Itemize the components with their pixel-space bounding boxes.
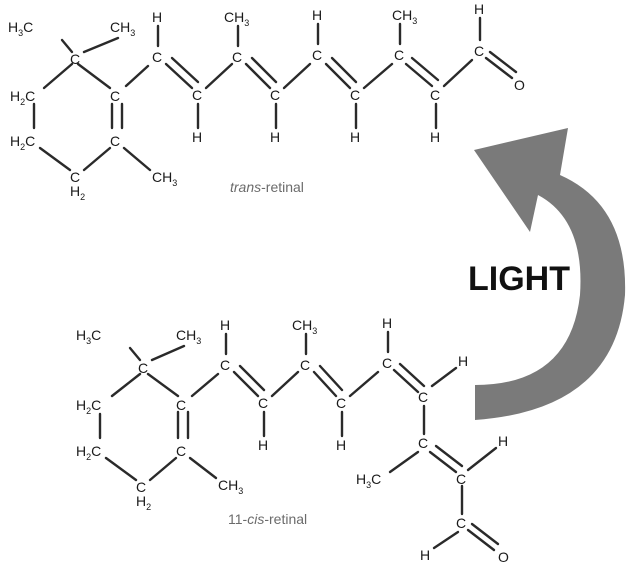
trans-caption: trans-retinal	[230, 179, 304, 195]
trans-h2c-label-1: H2C	[10, 88, 35, 107]
cis-retinal-molecule: H3C CH3 C H2C C H2C C C H2 CH3 H C C H C…	[76, 315, 509, 565]
trans-c7-label: C	[152, 49, 162, 65]
trans-bonds	[32, 16, 518, 172]
cis-c7-label: C	[220, 357, 230, 373]
cis-atoms: H3C CH3 C H2C C H2C C C H2 CH3 H C C H C…	[76, 315, 509, 565]
trans-retinal-molecule: H3C CH3 C H2C C H2C C C H2 CH3 H C C H C…	[8, 1, 525, 202]
cis-c8-label: C	[258, 395, 268, 411]
cis-c5-label: C	[176, 443, 186, 459]
trans-ch3-13-label: CH3	[392, 7, 417, 26]
cis-h14-label: H	[498, 433, 508, 449]
trans-atoms: H3C CH3 C H2C C H2C C C H2 CH3 H C C H C…	[8, 1, 525, 202]
trans-c9-label: C	[232, 49, 242, 65]
cis-c6-label: C	[176, 397, 186, 413]
trans-h8-label: H	[192, 129, 202, 145]
trans-h2c-label-2: H2C	[10, 133, 35, 152]
cis-h10-label: H	[336, 437, 346, 453]
cis-ch3-gem-label: CH3	[176, 327, 201, 346]
trans-h12-label: H	[350, 129, 360, 145]
cis-bonds	[98, 330, 500, 552]
trans-c6-label: C	[110, 88, 120, 104]
cis-o-label: O	[498, 549, 509, 565]
trans-ring-ch3-label: CH3	[152, 169, 177, 188]
trans-c13-label: C	[394, 47, 404, 63]
trans-ch3-9-label: CH3	[224, 9, 249, 28]
trans-o-label: O	[514, 77, 525, 93]
trans-c11-label: C	[312, 47, 322, 63]
trans-c12-label: C	[350, 87, 360, 103]
cis-ch3-9-label: CH3	[292, 317, 317, 336]
cis-h2c-label-2: H2C	[76, 443, 101, 462]
trans-c4-label: C	[70, 169, 80, 185]
cis-h3c-13-label: H3C	[356, 471, 381, 490]
trans-h2-label: H2	[70, 183, 85, 202]
trans-h11-label: H	[312, 7, 322, 23]
trans-h10-label: H	[270, 129, 280, 145]
trans-ch3-gem-label: CH3	[110, 19, 135, 38]
cis-c1-label: C	[138, 360, 148, 376]
cis-c15-label: C	[456, 515, 466, 531]
cis-caption: 11-cis-retinal	[228, 511, 307, 527]
trans-c10-label: C	[270, 87, 280, 103]
trans-h14-label: H	[430, 129, 440, 145]
light-label: LIGHT	[468, 260, 570, 298]
cis-c10-label: C	[336, 395, 346, 411]
cis-c9-label: C	[300, 357, 310, 373]
trans-h7-label: H	[152, 9, 162, 25]
trans-c5-label: C	[110, 133, 120, 149]
trans-c1-label: C	[70, 51, 80, 67]
cis-h3c-label: H3C	[76, 327, 101, 346]
trans-h3c-label: H3C	[8, 19, 33, 38]
light-arrow: LIGHT	[468, 128, 626, 420]
cis-h2-label: H2	[136, 493, 151, 512]
trans-c8-label: C	[192, 87, 202, 103]
cis-h12-label: H	[458, 353, 468, 369]
cis-h8-label: H	[258, 437, 268, 453]
trans-h15-label: H	[474, 1, 484, 17]
cis-h2c-label-1: H2C	[76, 397, 101, 416]
cis-h11-label: H	[382, 315, 392, 331]
cis-h7-label: H	[220, 317, 230, 333]
cis-c11-label: C	[382, 355, 392, 371]
cis-c13-label: C	[418, 435, 428, 451]
curved-arrow-body	[474, 128, 626, 420]
cis-c12-label: C	[418, 389, 428, 405]
cis-c4-label: C	[136, 479, 146, 495]
trans-c15-label: C	[474, 43, 484, 59]
trans-c14-label: C	[430, 87, 440, 103]
cis-c14-label: C	[456, 471, 466, 487]
cis-h15-label: H	[420, 547, 430, 563]
cis-ring-ch3-label: CH3	[218, 477, 243, 496]
